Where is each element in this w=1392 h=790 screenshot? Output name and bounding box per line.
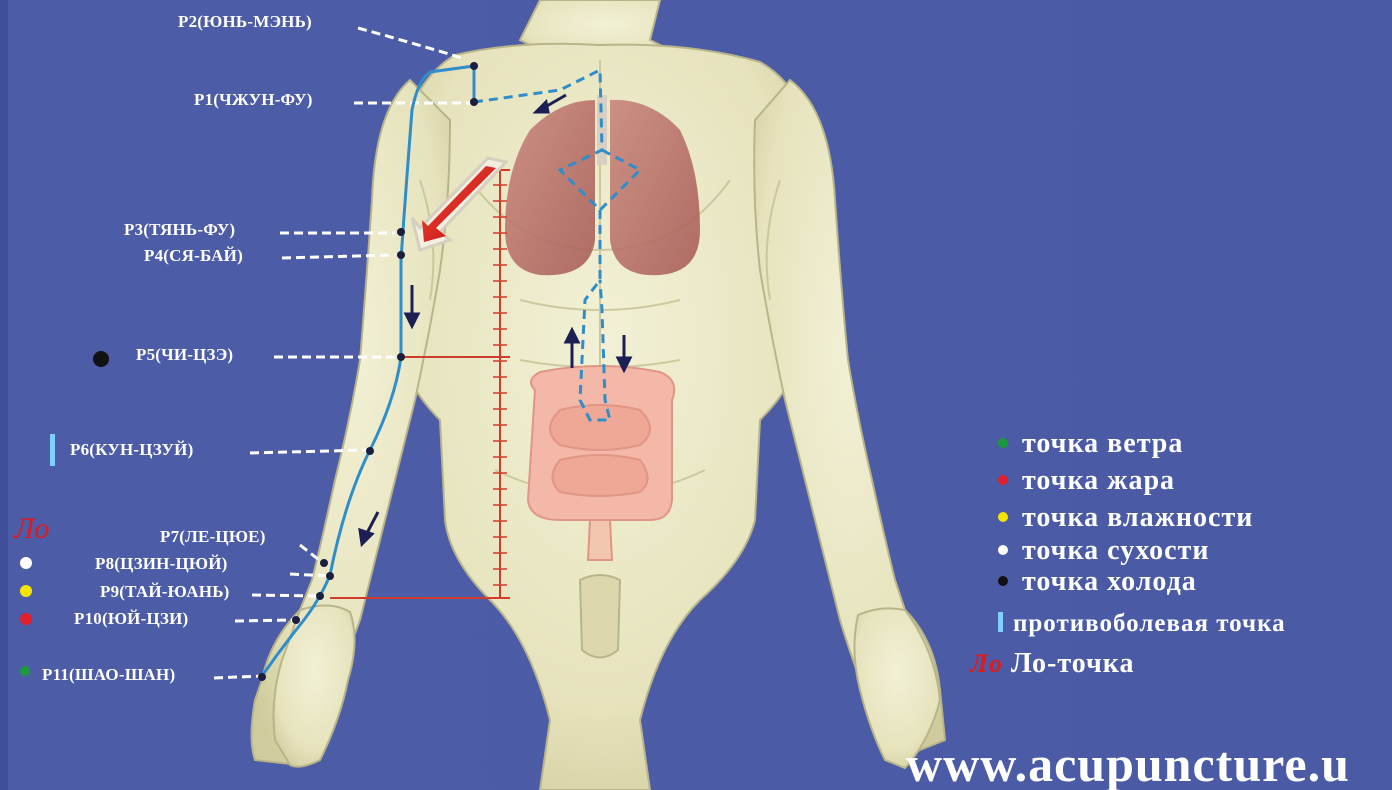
point-label-p1: P1(ЧЖУН-ФУ) bbox=[194, 90, 313, 110]
dryness-marker-p8 bbox=[20, 557, 32, 569]
legend-text-lo: Ло-точка bbox=[1011, 648, 1135, 679]
legend-item-cold: точка холода bbox=[998, 566, 1197, 598]
point-label-p3: P3(ТЯНЬ-ФУ) bbox=[124, 220, 235, 240]
legend-item-heat: точка жара bbox=[998, 465, 1175, 497]
lo-label: Ло bbox=[14, 512, 49, 546]
point-label-p2: P2(ЮНЬ-МЭНЬ) bbox=[178, 12, 312, 32]
legend-text-humidity: точка влажности bbox=[1022, 502, 1253, 533]
legend-item-humidity: точка влажности bbox=[998, 502, 1253, 534]
legend-dot-dryness bbox=[998, 545, 1008, 555]
legend-dot-heat bbox=[998, 475, 1008, 485]
legend-text-analgesic: противоболевая точка bbox=[1013, 610, 1286, 637]
point-label-p4: P4(СЯ-БАЙ) bbox=[144, 246, 243, 266]
pelvis bbox=[580, 575, 620, 658]
heat-marker-p10 bbox=[20, 613, 32, 625]
humidity-marker-p9 bbox=[20, 585, 32, 597]
legend-text-heat: точка жара bbox=[1022, 465, 1175, 496]
point-label-p6: P6(КУН-ЦЗУЙ) bbox=[70, 440, 193, 460]
legend-text-wind: точка ветра bbox=[1022, 428, 1183, 459]
legend-text-dryness: точка сухости bbox=[1022, 535, 1209, 566]
point-label-p10: P10(ЮЙ-ЦЗИ) bbox=[74, 609, 188, 629]
point-label-p5: P5(ЧИ-ЦЗЭ) bbox=[136, 345, 233, 365]
wind-marker-p11 bbox=[20, 666, 30, 676]
legend-item-analgesic: противоболевая точка bbox=[998, 610, 1286, 638]
analgesic-marker-p6 bbox=[50, 434, 55, 466]
legend-item-wind: точка ветра bbox=[998, 428, 1183, 460]
legend-dot-wind bbox=[998, 438, 1008, 448]
point-label-p11: P11(ШАО-ШАН) bbox=[42, 665, 175, 685]
point-label-p7: P7(ЛЕ-ЦЮЕ) bbox=[160, 527, 266, 547]
cold-marker-p5 bbox=[93, 351, 109, 367]
legend-dot-humidity bbox=[998, 512, 1008, 522]
legend-lo-prefix: Ло bbox=[970, 649, 1003, 678]
website-url: www.acupuncture.u bbox=[906, 735, 1350, 790]
legend-item-lo: Ло Ло-точка bbox=[970, 648, 1135, 680]
legend-text-cold: точка холода bbox=[1022, 566, 1197, 597]
legend-bar-analgesic bbox=[998, 612, 1003, 632]
point-label-p9: P9(ТАЙ-ЮАНЬ) bbox=[100, 582, 230, 602]
point-label-p8: P8(ЦЗИН-ЦЮЙ) bbox=[95, 554, 228, 574]
legend-item-dryness: точка сухости bbox=[998, 535, 1209, 567]
legend-dot-cold bbox=[998, 576, 1008, 586]
